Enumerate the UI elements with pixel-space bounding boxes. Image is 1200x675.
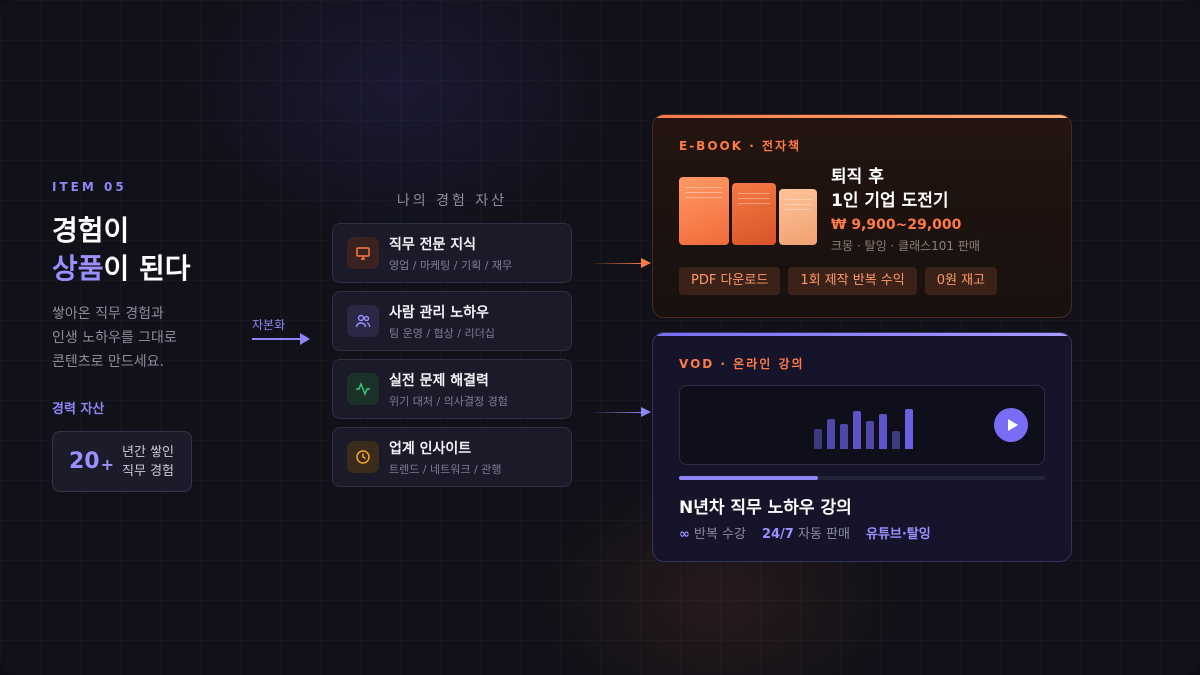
desc-line: 쌓아온 직무 경험과 [52,306,164,322]
ebook-accent-bar [653,115,1071,118]
career-text-line: 년간 쌓인 [122,444,175,460]
video-progress-bar[interactable] [679,476,1045,480]
asset-title: 직무 전문 지식 [389,236,477,253]
book-cover [732,183,776,245]
career-number: 20+ [69,449,114,474]
career-text-line: 직무 경험 [122,463,175,479]
asset-card-problem-solving: 실전 문제 해결력 위기 대처 / 의사결정 경험 [332,359,572,419]
ebook-price: ₩ 9,900~29,000 [831,217,962,233]
asset-card-expertise: 직무 전문 지식 영업 / 마케팅 / 기획 / 재무 [332,223,572,283]
chip-repeat-revenue: 1회 제작 반복 수익 [788,267,917,295]
headline-rest: 이 된다 [103,252,191,285]
play-icon [1007,419,1018,431]
vod-meta-strong: 24/7 [761,527,794,542]
vod-title: N년차 직무 노하우 강의 [679,498,852,518]
desc-line: 콘텐츠로 만드세요. [52,354,164,370]
asset-title: 업계 인사이트 [389,440,472,457]
asset-subtitle: 팀 운영 / 협상 / 리더십 [389,326,495,340]
chip-pdf-download: PDF 다운로드 [679,267,781,295]
vod-meta: ∞ 반복 수강 24/7 자동 판매 유튜브·탈잉 [679,523,931,542]
video-player [679,385,1045,465]
ebook-card: E-BOOK · 전자책 퇴직 후 1인 기업 도전기 ₩ 9,900~29,0… [652,114,1072,318]
vod-meta-text: 자동 판매 [798,527,850,542]
asset-card-insight: 업계 인사이트 트렌드 / 네트워크 / 관행 [332,427,572,487]
chip-zero-inventory: 0원 재고 [924,267,997,295]
vod-meta-repeat: ∞ 반복 수강 [679,523,746,542]
video-progress-fill [679,476,819,480]
headline: 경험이 상품이 된다 [52,212,252,288]
vod-accent-bar [653,333,1071,336]
users-icon [347,305,379,337]
capitalize-arrow: 자본화 [252,316,314,345]
asset-title: 실전 문제 해결력 [389,372,489,389]
book-stack-icon [679,175,819,245]
arrow-head-icon [300,333,310,345]
desc-line: 인생 노하우를 그대로 [52,330,177,346]
ebook-title-line: 퇴직 후 [831,167,884,187]
activity-icon [347,373,379,405]
asset-title: 사람 관리 노하우 [389,304,489,321]
connector-ebook [594,263,644,264]
career-number-value: 20 [69,449,100,474]
career-plus: + [100,455,115,474]
connector-arrow-icon [641,407,651,417]
book-cover [779,189,817,245]
book-cover [679,177,729,245]
clock-icon [347,441,379,473]
ebook-title-line: 1인 기업 도전기 [831,191,949,211]
ebook-chips: PDF 다운로드 1회 제작 반복 수익 0원 재고 [679,267,997,295]
headline-accent: 상품 [52,252,104,285]
vod-card: VOD · 온라인 강의 N년차 직무 노하우 강의 ∞ 반복 수강 24/7 … [652,332,1072,562]
asset-subtitle: 영업 / 마케팅 / 기획 / 재무 [389,258,513,272]
description: 쌓아온 직무 경험과 인생 노하우를 그대로 콘텐츠로 만드세요. [52,302,252,374]
infinity-symbol: ∞ [679,527,690,542]
intro-section: ITEM 05 경험이 상품이 된다 쌓아온 직무 경험과 인생 노하우를 그대… [52,180,252,492]
connector-arrow-icon [641,258,651,268]
asset-subtitle: 위기 대처 / 의사결정 경험 [389,394,508,408]
capitalize-label: 자본화 [252,318,286,332]
play-button[interactable] [994,408,1028,442]
vod-tag: VOD · 온라인 강의 [679,357,805,371]
item-tag: ITEM 05 [52,180,127,194]
assets-title: 나의 경험 자산 [396,193,508,209]
career-badge: 20+ 년간 쌓인 직무 경험 [52,431,192,492]
vod-meta-autosale: 24/7 자동 판매 [762,523,850,542]
headline-line1: 경험이 [52,214,130,247]
headline-line2: 상품이 된다 [52,250,252,288]
monitor-icon [347,237,379,269]
vod-meta-text: 반복 수강 [693,527,746,542]
ebook-title: 퇴직 후 1인 기업 도전기 [831,165,949,213]
arrow-line [252,338,304,340]
ebook-platforms: 크몽 · 탈잉 · 클래스101 판매 [831,239,980,253]
connector-vod [594,412,644,413]
career-text: 년간 쌓인 직무 경험 [122,443,174,481]
asset-subtitle: 트렌드 / 네트워크 / 관행 [389,462,502,476]
career-label: 경력 자산 [52,402,105,417]
ebook-tag: E-BOOK · 전자책 [679,139,802,153]
vod-platform: 유튜브·탈잉 [865,527,931,542]
audio-bars-icon [814,409,924,449]
asset-card-people: 사람 관리 노하우 팀 운영 / 협상 / 리더십 [332,291,572,351]
